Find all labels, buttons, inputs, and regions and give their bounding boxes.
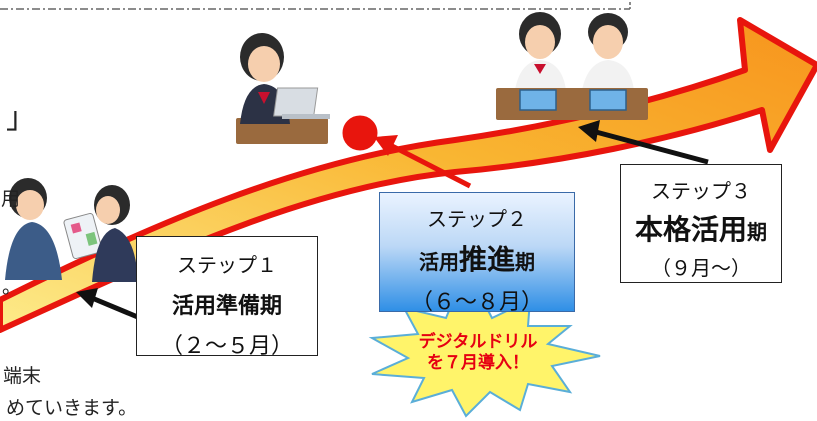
step-2-label: ステップ２	[427, 207, 527, 231]
step-3-period: （９月～）	[651, 256, 751, 280]
step-2-period: （６～８月）	[410, 290, 543, 315]
step-3-name-post: 期	[747, 220, 767, 244]
step-1-label: ステップ１	[177, 253, 277, 277]
students-desk-illustration	[496, 12, 648, 120]
text-fragment-line2: めていきます。	[6, 397, 138, 419]
announcement-text: デジタルドリル を７月導入！	[368, 332, 588, 375]
step-2-name-pre: 活用	[418, 250, 459, 274]
student-laptop-illustration	[236, 33, 330, 144]
announcement-burst	[368, 289, 601, 418]
pointer-arrows	[76, 120, 709, 321]
text-fragment-line1: 端末	[3, 365, 42, 387]
step-3-name-main: 本格活用	[634, 213, 747, 246]
milestone-marker	[339, 112, 381, 154]
step-2-name: 活用推進期	[380, 238, 574, 278]
step-2-name-em: 推進	[458, 243, 515, 276]
step-2-name-post: 期	[515, 250, 535, 274]
growth-arrow	[0, 17, 817, 333]
text-fragment-b: 。	[2, 276, 22, 298]
text-fragment-a: 用	[1, 188, 21, 210]
step-2-box: ステップ２ 活用推進期 （６～８月）	[379, 192, 575, 315]
step-1-box: ステップ１ 活用準備期 （２～５月）	[136, 236, 318, 359]
step-1-period: （２～５月）	[160, 334, 293, 359]
students-tablet-illustration	[5, 178, 138, 282]
step-3-label: ステップ３	[651, 179, 751, 203]
step-1-name: 活用準備期	[171, 294, 282, 319]
step-3-box: ステップ３ 本格活用期 （９月～）	[620, 164, 782, 283]
step-3-name: 本格活用期	[621, 208, 781, 248]
announcement-line-2: を７月導入！	[427, 353, 529, 374]
marker-pointer-arrow	[374, 135, 472, 189]
announcement-line-1: デジタルドリル	[418, 332, 538, 352]
text-fragment-bracket: 」	[6, 101, 36, 136]
